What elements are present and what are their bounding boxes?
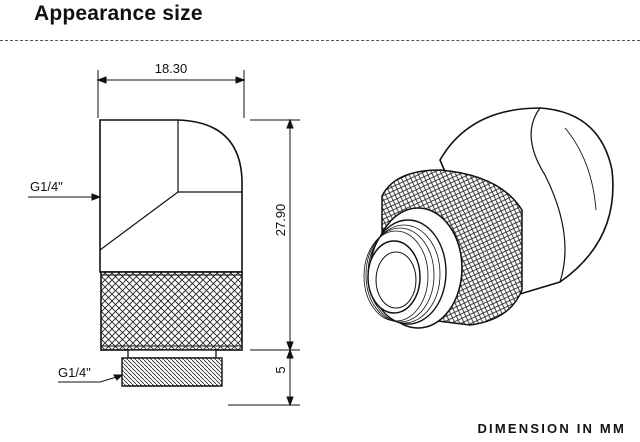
thread-bottom-label: G1/4" (58, 365, 91, 380)
thread-top-label: G1/4" (30, 179, 63, 194)
side-view (99, 119, 243, 387)
elbow-facet-lines (99, 120, 242, 251)
width-dimension-label: 18.30 (155, 61, 188, 76)
bottom-thread (121, 357, 223, 387)
thread-length-label: 5 (273, 366, 288, 373)
knurled-nut (100, 271, 243, 351)
page-title: Appearance size (34, 2, 203, 25)
elbow-body (99, 119, 243, 273)
header-divider (0, 40, 640, 41)
neck (127, 349, 217, 359)
dimension-lines (28, 70, 300, 407)
height-dimension-label: 27.90 (273, 204, 288, 237)
perspective-view (363, 107, 614, 329)
units-note: DIMENSION IN MM (477, 421, 626, 436)
